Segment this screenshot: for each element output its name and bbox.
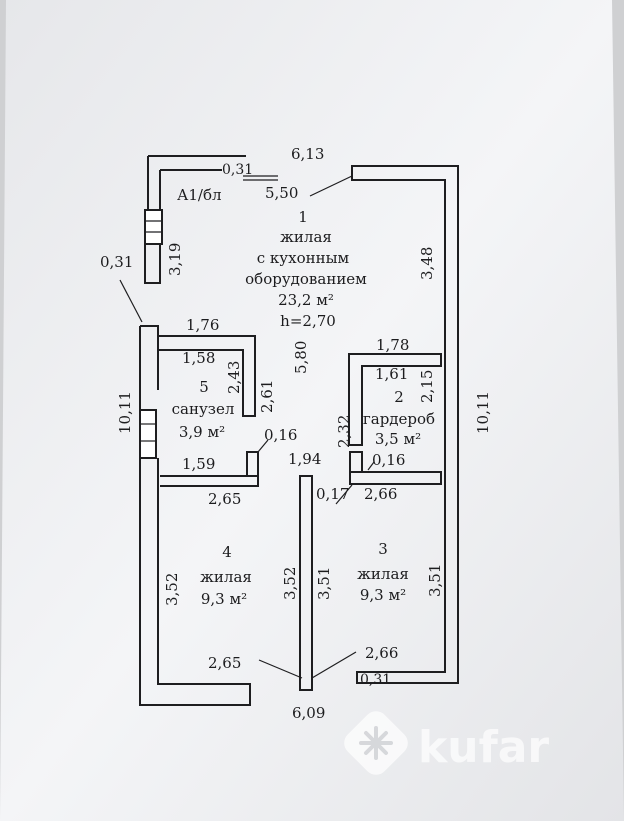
dim-top-room: 5,50: [265, 184, 298, 202]
room1-name-2: с кухонным: [257, 249, 350, 267]
dim-top-total: 6,13: [291, 145, 324, 163]
outer-walls: [139, 155, 459, 706]
room2-number: 2: [394, 388, 404, 406]
kufar-logo-text: kufar: [418, 722, 549, 773]
dim-room4-top: 2,65: [208, 490, 241, 508]
dim-bottom-total: 6,09: [292, 704, 325, 722]
dim-top-wall: 0,31: [222, 162, 253, 178]
room3-name: жилая: [357, 565, 409, 583]
room5-area: 3,9 м²: [179, 423, 225, 441]
dim-ward-h2: 2,32: [335, 415, 353, 448]
dim-bath-door: 0,16: [264, 426, 297, 444]
room4-number: 4: [222, 543, 232, 561]
dimension-labels: 6,13 0,31 5,50 3,19 0,31 1,76 1,58 2,43 …: [100, 145, 492, 722]
dim-bath-h1: 2,43: [225, 361, 243, 394]
dim-room3-left: 3,51: [315, 567, 333, 600]
dim-left-total: 10,11: [116, 391, 134, 434]
dim-corridor: 1,94: [288, 450, 321, 468]
dim-bath-h2: 2,61: [258, 380, 276, 413]
dim-room1-h: 5,80: [292, 341, 310, 374]
dim-room3-top: 2,66: [364, 485, 397, 503]
room1-number: 1: [298, 208, 308, 226]
room1-name: жилая: [280, 228, 332, 246]
dim-ward-door: 0,16: [372, 451, 405, 469]
room1-area: 23,2 м²: [278, 291, 334, 309]
room-labels: А1/бл 1 жилая с кухонным оборудованием 2…: [172, 186, 435, 608]
room4-area: 9,3 м²: [201, 590, 247, 608]
room2-area: 3,5 м²: [375, 430, 421, 448]
dim-right-upper: 3,48: [418, 247, 436, 280]
kufar-logo-icon: [344, 711, 408, 775]
dim-room4-left: 3,52: [163, 573, 181, 606]
room1-name-3: оборудованием: [245, 270, 367, 288]
room5-name: санузел: [172, 400, 235, 418]
dim-part-wall: 0,17: [316, 485, 349, 503]
room2-name: гардероб: [363, 410, 435, 428]
dim-room4-right: 3,52: [281, 567, 299, 600]
dim-bottom-wall: 0,31: [360, 672, 391, 688]
room1-height: h=2,70: [280, 312, 336, 330]
kufar-watermark: kufar: [344, 711, 549, 775]
dim-right-total: 10,11: [474, 391, 492, 434]
dim-room3-bottom: 2,66: [365, 644, 398, 662]
dim-bath-bottom: 1,59: [182, 455, 215, 473]
dim-ward-inner: 1,61: [375, 365, 408, 383]
room4-name: жилая: [200, 568, 252, 586]
dim-ward-top: 1,78: [376, 336, 409, 354]
dim-bath-inner: 1,58: [182, 349, 215, 367]
dim-balcony-height: 3,19: [166, 243, 184, 276]
dim-bath-top: 1,76: [186, 316, 219, 334]
dim-ward-h1: 2,15: [418, 370, 436, 403]
dim-room4-bottom: 2,65: [208, 654, 241, 672]
door-swings: [119, 175, 375, 679]
room3-area: 9,3 м²: [360, 586, 406, 604]
dim-room3-right: 3,51: [426, 564, 444, 597]
room3-number: 3: [378, 540, 388, 558]
dim-balcony-wall: 0,31: [100, 253, 133, 271]
room-balcony-label: А1/бл: [177, 186, 222, 204]
room5-number: 5: [199, 378, 209, 396]
interior-walls: [158, 335, 442, 691]
